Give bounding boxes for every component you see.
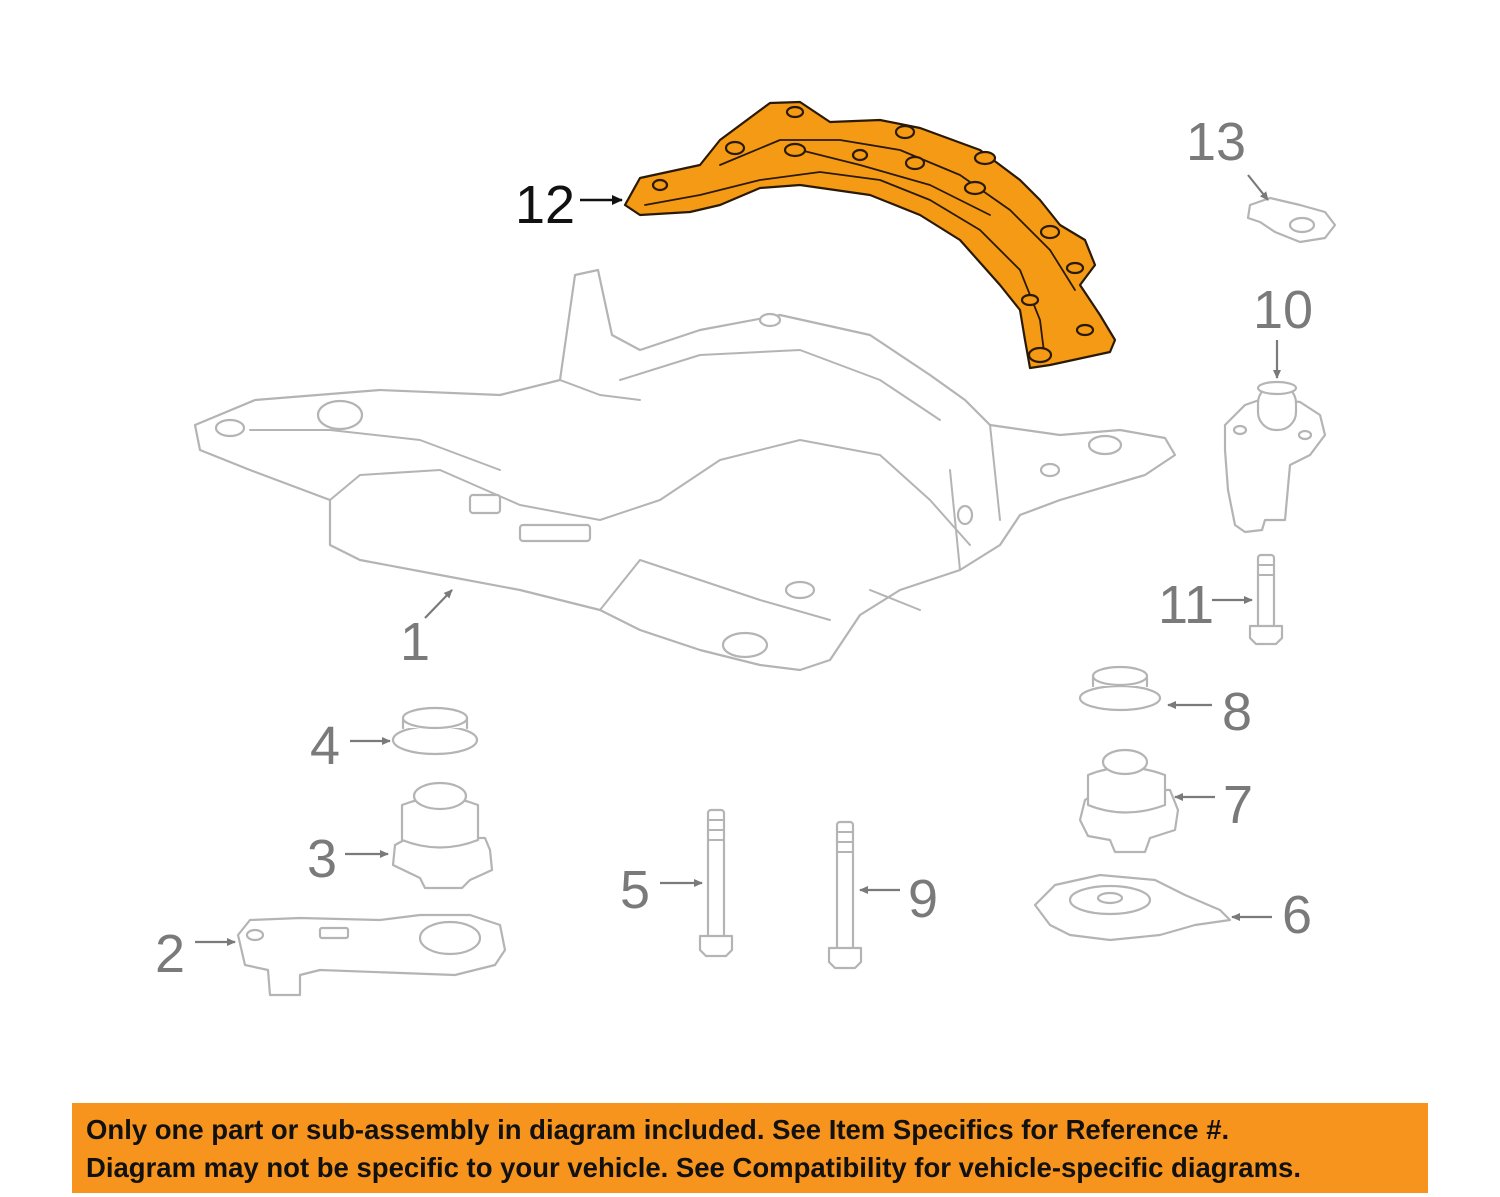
subframe-part-1	[193, 268, 1177, 672]
callout-5: 5	[620, 860, 650, 920]
disclaimer-line-2: Diagram may not be specific to your vehi…	[86, 1152, 1301, 1183]
bushing-part-3	[391, 781, 494, 890]
callout-11: 11	[1158, 575, 1214, 635]
callout-6: 6	[1282, 885, 1312, 945]
callout-10: 10	[1253, 280, 1313, 340]
callout-7: 7	[1223, 775, 1253, 835]
callout-4: 4	[310, 716, 340, 776]
callout-3: 3	[307, 829, 337, 889]
callout-9: 9	[908, 869, 938, 929]
callout-2: 2	[155, 924, 185, 984]
callout-1: 1	[400, 612, 430, 672]
bushing-part-7	[1078, 748, 1180, 854]
mount-part-10	[1223, 380, 1327, 534]
cushion-part-8	[1078, 665, 1162, 712]
disclaimer-banner: Only one part or sub-assembly in diagram…	[72, 1103, 1428, 1193]
cushion-part-4	[391, 706, 479, 756]
bracket-part-13	[1246, 196, 1337, 244]
mount-part-2	[236, 913, 507, 997]
parts-diagram: 1 2 3 4 5 6 7 8 9 10 11 12 13	[155, 100, 1337, 997]
bolt-part-5	[698, 808, 734, 958]
callout-8: 8	[1222, 682, 1252, 742]
callout-12: 12	[515, 175, 575, 235]
leader-lines	[195, 174, 1281, 946]
disclaimer-line-1: Only one part or sub-assembly in diagram…	[86, 1114, 1230, 1145]
callout-13: 13	[1186, 112, 1246, 172]
bolt-part-11	[1248, 553, 1284, 646]
bolt-part-9	[827, 820, 863, 970]
plate-part-6	[1033, 873, 1232, 942]
callout-labels: 1 2 3 4 5 6 7 8 9 10 11 12 13	[155, 112, 1313, 984]
crossmember-part-12	[623, 100, 1117, 370]
